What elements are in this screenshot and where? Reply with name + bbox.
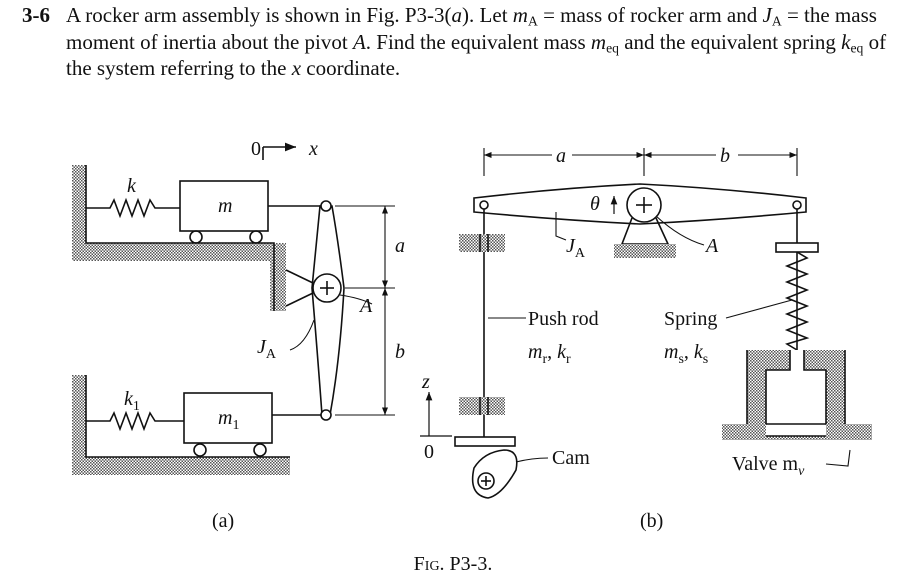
label-ms-ks: ms, ks: [664, 341, 708, 367]
label-pivot-a: A: [358, 295, 373, 317]
figure-b-labels: a b θ JA A Push rod mr, kr Spring ms, ks…: [421, 145, 805, 532]
label-ja-a: JA: [257, 336, 277, 362]
spring-k: [86, 197, 180, 219]
tappet: [454, 436, 516, 447]
ground-top: [72, 165, 286, 311]
spring-retainer: [775, 242, 819, 253]
problem-text: A rocker arm assembly is shown in Fig. P…: [66, 3, 887, 80]
label-push-rod: Push rod: [528, 308, 599, 330]
label-mr-kr: mr, kr: [528, 341, 571, 367]
wheel: [189, 230, 203, 244]
label-k: k: [127, 175, 137, 197]
caption-a: (a): [212, 510, 234, 532]
label-dim-a: a: [395, 235, 405, 257]
label-pivot-b: A: [704, 235, 719, 257]
figure-b: [420, 148, 872, 499]
label-theta: θ: [590, 193, 600, 215]
caption-b: (b): [640, 510, 663, 532]
label-x: x: [308, 138, 318, 160]
rocker-arm-b: [473, 183, 807, 225]
valve-head: [754, 423, 840, 437]
figure-a: [72, 142, 395, 475]
label-origin-b: 0: [424, 441, 434, 463]
label-dim-b: b: [395, 341, 405, 363]
problem-number: 3-6: [22, 3, 50, 27]
figure-a-labels: 0 x k m k1 m1 JA a b A (a): [124, 138, 405, 532]
label-origin-a: 0: [251, 138, 261, 160]
mass-m1: [183, 392, 273, 444]
figure-caption: Fig. P3-3.: [414, 553, 493, 575]
wheel: [193, 443, 207, 457]
label-dim-b-b: b: [720, 145, 730, 167]
pin-bottom: [320, 409, 332, 421]
cam: [471, 449, 518, 499]
label-cam: Cam: [552, 447, 590, 469]
ground-bottom: [72, 375, 290, 475]
rocker-arm-a: [311, 205, 345, 416]
problem-statement: 3-6 A rocker arm assembly is shown in Fi…: [22, 2, 892, 82]
label-z: z: [421, 371, 430, 393]
label-spring: Spring: [664, 308, 717, 330]
label-valve: Valve mv: [732, 453, 805, 479]
wheel: [253, 443, 267, 457]
pin-top: [320, 200, 332, 212]
valve-spring: [784, 251, 810, 351]
label-m1: m1: [218, 407, 239, 433]
label-m: m: [218, 195, 232, 217]
label-k1: k1: [124, 388, 140, 414]
wheel: [249, 230, 263, 244]
label-dim-a-b: a: [556, 145, 566, 167]
label-ja-b: JA: [566, 235, 586, 261]
spring-k1: [86, 410, 184, 432]
